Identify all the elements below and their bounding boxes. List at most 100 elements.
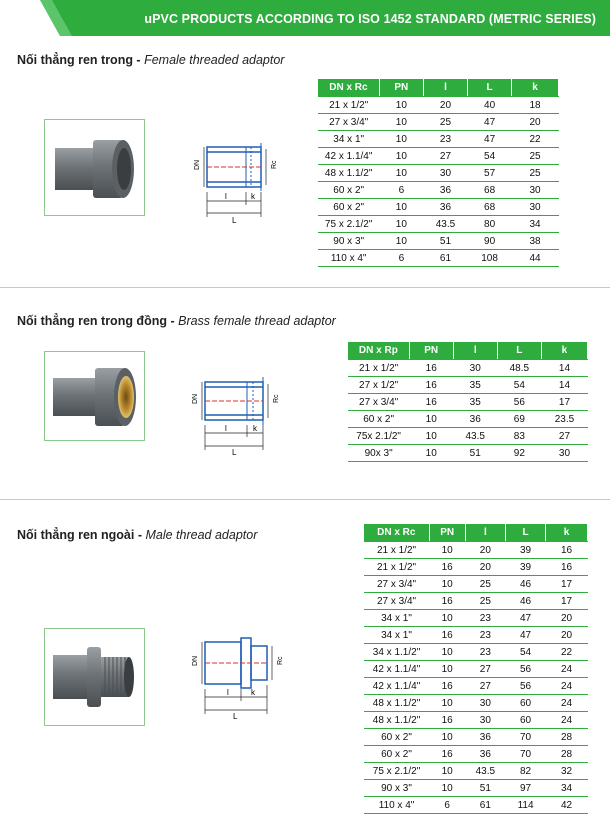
section-title-en: Male thread adaptor	[145, 528, 258, 542]
table-cell: 90	[467, 232, 512, 250]
column-header: L	[505, 524, 547, 542]
table-cell: 10	[429, 609, 466, 627]
dim-label-l-small: l	[227, 688, 229, 697]
table-cell: 20	[545, 626, 588, 644]
table-cell: 10	[429, 694, 466, 712]
section-divider	[0, 499, 610, 500]
column-header: L	[467, 79, 513, 97]
table-cell: 10	[429, 728, 466, 746]
table-cell: 10	[409, 444, 454, 462]
table-cell: 28	[545, 745, 588, 763]
dim-label-l-big: L	[232, 216, 237, 225]
table-cell: 17	[545, 575, 588, 593]
table-cell: 47	[505, 609, 546, 627]
table-cell: 34	[545, 779, 588, 797]
table-cell: 60 x 2"	[318, 181, 380, 199]
table-cell: 16	[429, 745, 466, 763]
table-cell: 54	[497, 376, 542, 394]
section-title-female-adaptor: Nối thẳng ren trong - Female threaded ad…	[17, 53, 284, 67]
table-cell: 34 x 1.1/2"	[364, 643, 430, 661]
table-cell: 10	[379, 147, 424, 165]
table-cell: 75 x 2.1/2"	[318, 215, 380, 233]
table-cell: 28	[545, 728, 588, 746]
table-cell: 83	[497, 427, 542, 445]
dim-label-r: Rc	[271, 160, 278, 169]
table-cell: 22	[545, 643, 588, 661]
table-cell: 68	[467, 198, 512, 216]
table-cell: 57	[467, 164, 512, 182]
table-cell: 27 x 1/2"	[348, 376, 410, 394]
table-cell: 30	[453, 359, 498, 377]
product-photo-female-adaptor	[44, 119, 145, 216]
dim-label-l-small: l	[225, 192, 227, 201]
section-title-male-adaptor: Nối thẳng ren ngoài - Male thread adapto…	[17, 528, 257, 542]
table-cell: 47	[505, 626, 546, 644]
dim-label-dn: DN	[192, 394, 199, 404]
dim-label-r: Rc	[273, 394, 280, 403]
column-header: PN	[429, 524, 466, 542]
table-cell: 36	[465, 728, 506, 746]
table-cell: 47	[467, 113, 512, 131]
table-cell: 16	[429, 592, 466, 610]
dim-label-r: Rc	[277, 656, 284, 665]
table-cell: 97	[505, 779, 546, 797]
table-cell: 90x 3"	[348, 444, 410, 462]
table-cell: 22	[511, 130, 559, 148]
column-header: DN x Rc	[318, 79, 380, 97]
column-header: l	[465, 524, 506, 542]
table-cell: 27	[423, 147, 468, 165]
table-cell: 27	[465, 660, 506, 678]
technical-drawing-male-adaptor: DN Rc l k L	[192, 637, 284, 720]
table-cell: 30	[511, 181, 559, 199]
table-cell: 18	[511, 96, 559, 114]
table-cell: 70	[505, 745, 546, 763]
table-cell: 38	[511, 232, 559, 250]
column-header: PN	[379, 79, 424, 97]
table-cell: 27 x 3/4"	[348, 393, 410, 411]
table-cell: 20	[465, 541, 506, 559]
table-cell: 24	[545, 694, 588, 712]
section-divider	[0, 287, 610, 288]
table-cell: 61	[423, 249, 468, 267]
table-cell: 6	[379, 181, 424, 199]
table-cell: 47	[467, 130, 512, 148]
table-cell: 17	[541, 393, 588, 411]
table-cell: 42 x 1.1/4"	[364, 660, 430, 678]
table-cell: 6	[379, 249, 424, 267]
table-cell: 43.5	[423, 215, 468, 233]
table-cell: 27 x 3/4"	[318, 113, 380, 131]
table-cell: 10	[379, 113, 424, 131]
table-cell: 90 x 3"	[364, 779, 430, 797]
table-cell: 16	[545, 541, 588, 559]
dim-label-dn: DN	[192, 656, 199, 666]
section-title-vi: Nối thẳng ren trong -	[17, 53, 141, 67]
table-cell: 75 x 2.1/2"	[364, 762, 430, 780]
table-cell: 16	[429, 711, 466, 729]
table-cell: 30	[511, 198, 559, 216]
dim-label-dn: DN	[194, 160, 201, 170]
dim-label-l-big: L	[232, 448, 237, 456]
table-cell: 10	[429, 779, 466, 797]
table-cell: 25	[511, 147, 559, 165]
table-cell: 10	[409, 427, 454, 445]
table-cell: 34	[511, 215, 559, 233]
table-cell: 75x 2.1/2"	[348, 427, 410, 445]
table-cell: 35	[453, 393, 498, 411]
table-cell: 10	[409, 410, 454, 428]
table-cell: 10	[429, 762, 466, 780]
